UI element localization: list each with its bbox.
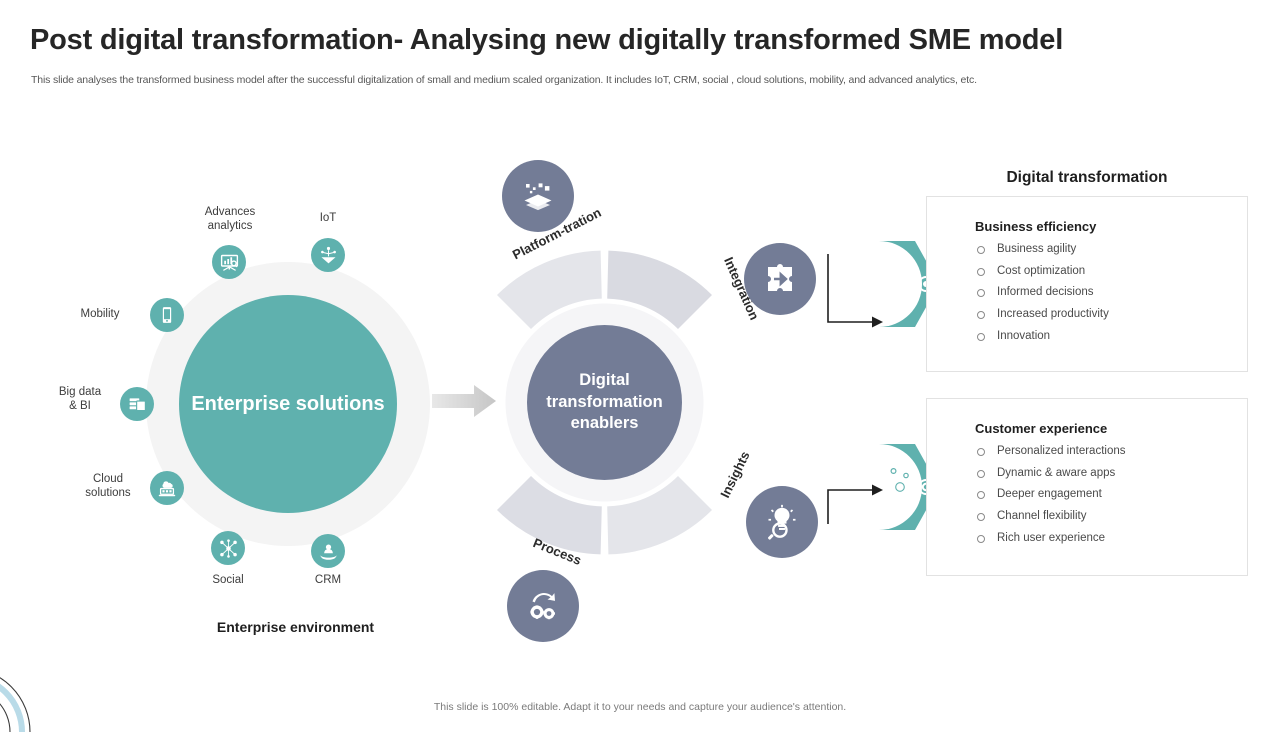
segment-platform [497,250,602,329]
list-item: Personalized interactions [975,445,1247,458]
card-list: Business agility Cost optimization Infor… [975,243,1247,342]
satellite-label-analytics: Advances analytics [204,206,256,233]
digital-transformation-enablers-circle[interactable]: Digital transformation enablers [527,325,682,480]
enterprise-environment-label: Enterprise environment [216,619,375,635]
list-item: Channel flexibility [975,510,1247,523]
segment-integration [607,250,712,329]
customer-feedback-badge[interactable] [879,444,941,530]
list-item: Deeper engagement [975,488,1247,501]
layers-icon[interactable] [502,160,574,232]
connector-to-customer-experience [827,484,883,524]
list-item: Innovation [975,330,1247,343]
card-list: Personalized interactions Dynamic & awar… [975,445,1247,544]
mobile-icon[interactable] [150,298,184,332]
analytics-icon[interactable] [212,245,246,279]
satellite-label-mobility: Mobility [80,308,120,320]
list-item: Dynamic & aware apps [975,467,1247,480]
panel-title: Digital transformation [1006,169,1168,186]
satellite-label-social: Social [212,574,244,586]
footer-note: This slide is 100% editable. Adapt it to… [433,701,847,713]
enablers-center-label: Digital transformation enablers [546,371,663,433]
card-heading: Business efficiency [975,219,1097,234]
database-icon[interactable] [120,387,154,421]
page-title: Post digital transformation- Analysing n… [30,24,1064,56]
crm-handshake-icon[interactable] [311,534,345,568]
list-item: Informed decisions [975,286,1247,299]
list-item: Business agility [975,243,1247,256]
card-customer-experience: Customer experience Personalized interac… [926,398,1248,576]
iot-icon[interactable] [311,238,345,272]
enterprise-solutions-label: Enterprise solutions [191,392,385,415]
segment-insights [607,476,712,555]
flow-arrow-icon [432,385,496,417]
enterprise-solutions-circle[interactable]: Enterprise solutions [179,295,397,513]
page-subtitle: This slide analyses the transformed busi… [31,74,977,86]
gears-cycle-icon[interactable] [507,570,579,642]
social-network-icon[interactable] [211,531,245,565]
cloud-laptop-icon[interactable] [150,471,184,505]
card-business-efficiency: Business efficiency Business agility Cos… [926,196,1248,372]
satellite-label-iot: IoT [319,212,337,224]
connector-to-business-efficiency [827,254,883,328]
card-heading: Customer experience [975,421,1108,436]
satellite-label-bigdata: Big data & BI [58,386,102,413]
list-item: Rich user experience [975,532,1247,545]
list-item: Increased productivity [975,308,1247,321]
list-item: Cost optimization [975,265,1247,278]
puzzle-arrow-icon[interactable] [744,243,816,315]
satellite-label-crm: CRM [314,574,342,586]
idea-search-icon[interactable] [746,486,818,558]
satellite-label-cloud: Cloud solutions [85,473,131,500]
decorative-corner-arcs [0,677,31,732]
segment-process [497,476,602,555]
